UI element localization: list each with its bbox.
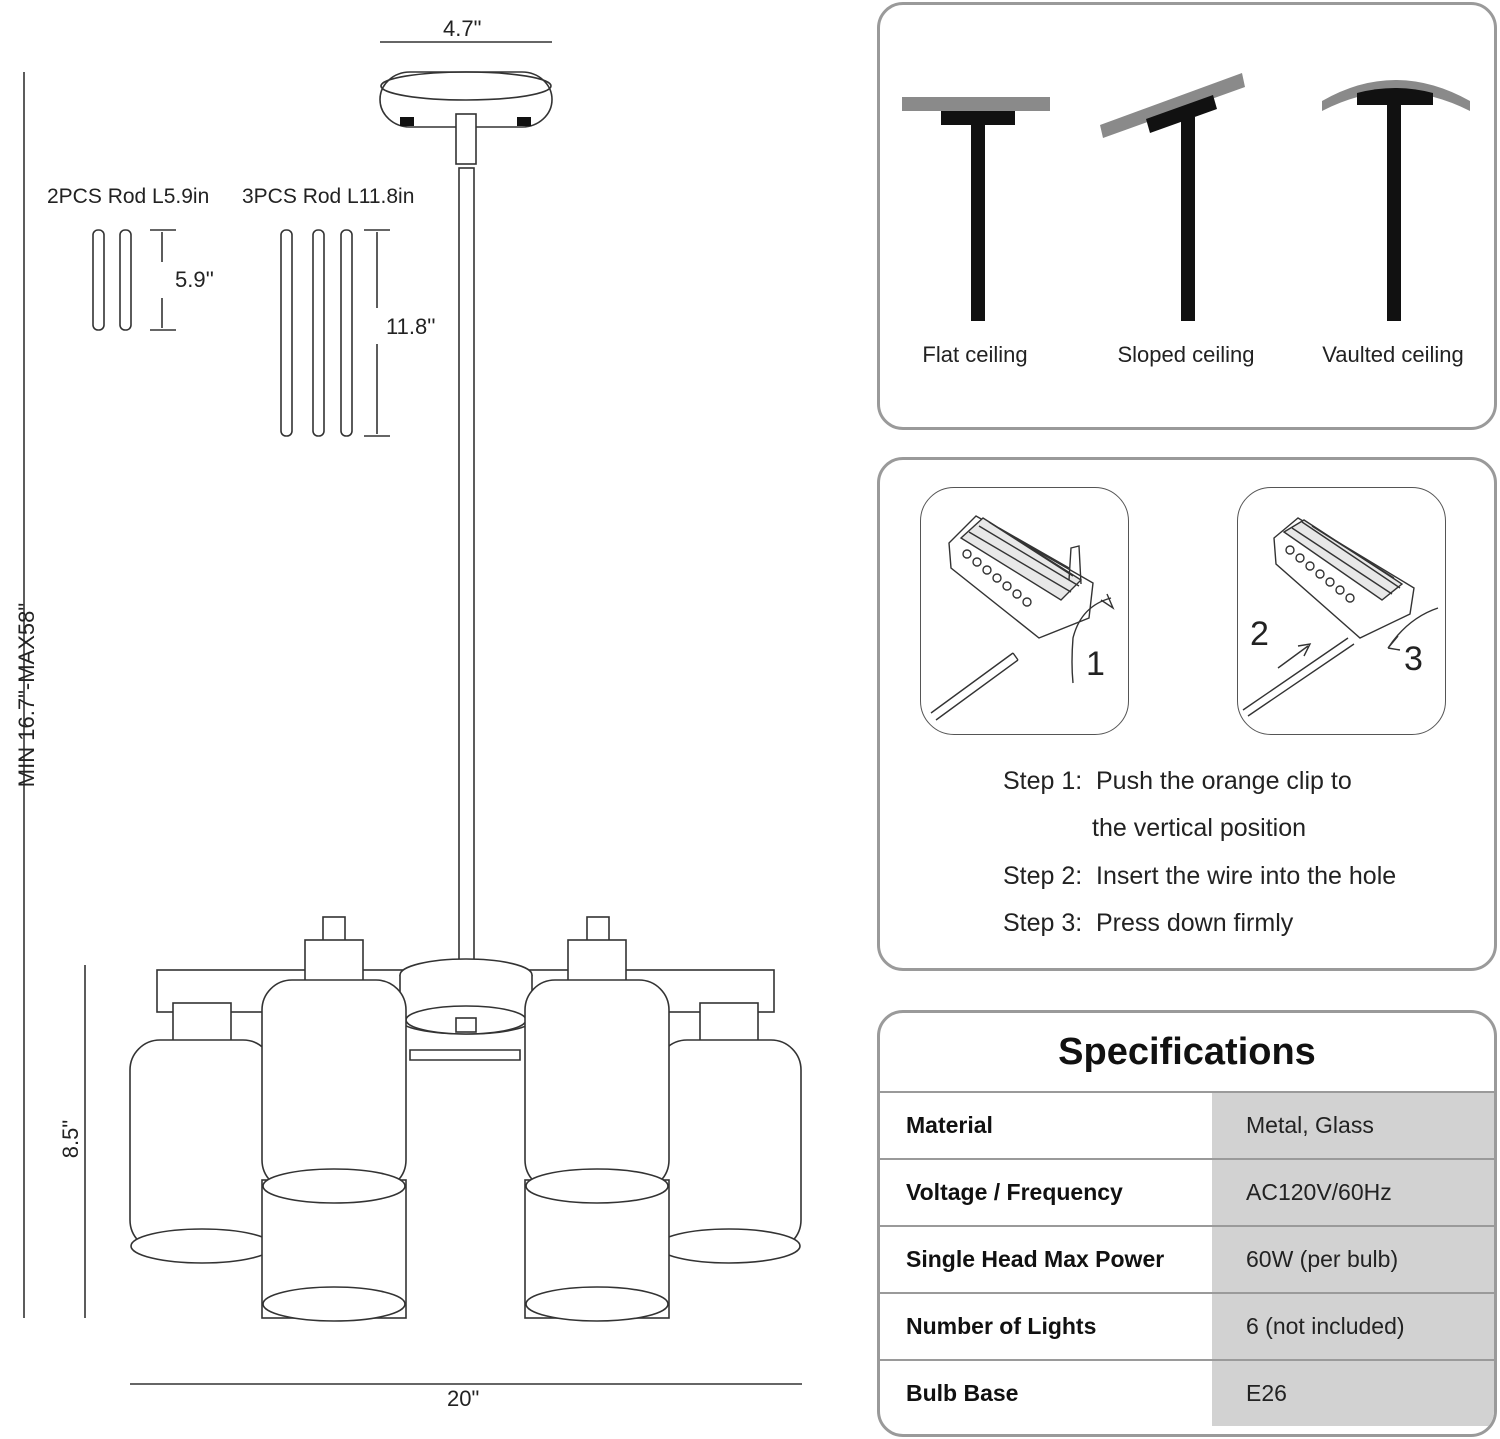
spec-key: Material: [880, 1091, 1212, 1159]
wire-connector-icon: [1242, 517, 1439, 717]
connector-step1-card: [920, 487, 1129, 735]
vaulted-ceiling-label: Vaulted ceiling: [1322, 342, 1464, 367]
specifications-table: Material Metal, Glass Voltage / Frequenc…: [880, 1091, 1494, 1426]
glass-shade: [129, 1039, 274, 1251]
sloped-ceiling-icon: [1100, 73, 1245, 138]
fixture-diagram: [23, 41, 802, 1385]
vaulted-ceiling-icon: [1322, 80, 1470, 111]
flat-ceiling-icon: [902, 97, 1050, 111]
fixture-height-label: 8.5": [58, 1119, 83, 1159]
canopy-width-label: 4.7": [443, 16, 482, 41]
step2-text: Insert the wire into the hole: [1096, 862, 1397, 890]
spec-value: 60W (per bulb): [1212, 1225, 1494, 1293]
step3-number: Step 3:: [1003, 909, 1083, 937]
ceiling-icons: [902, 73, 1470, 321]
spec-key: Number of Lights: [880, 1292, 1212, 1360]
connector-step2-card: [1237, 487, 1446, 735]
wire-connector-icon: [930, 515, 1115, 721]
ceiling-types-panel: Flat ceiling Sloped ceiling Vaulted ceil…: [877, 2, 1497, 430]
step2-number: Step 2:: [1003, 862, 1083, 890]
arrow-label-2: 2: [1250, 615, 1269, 653]
specifications-title: Specifications: [1058, 1031, 1316, 1073]
wiring-panel: 1 2 3 Step 1: Push the orange clip to th…: [877, 457, 1497, 971]
sloped-ceiling-label: Sloped ceiling: [1117, 342, 1255, 367]
fixture-width-label: 20": [447, 1386, 480, 1411]
spec-key: Bulb Base: [880, 1359, 1212, 1426]
spec-key: Single Head Max Power: [880, 1225, 1212, 1293]
down-rod: [458, 167, 475, 961]
arrow-label-3: 3: [1404, 640, 1423, 678]
glass-shade: [261, 979, 407, 1191]
table-row: Single Head Max Power 60W (per bulb): [880, 1225, 1494, 1293]
glass-shade: [524, 979, 670, 1191]
long-rod: [340, 229, 353, 437]
flat-ceiling-label: Flat ceiling: [922, 342, 1028, 367]
specifications-panel: Specifications Material Metal, Glass Vol…: [877, 1010, 1497, 1437]
table-row: Bulb Base E26: [880, 1359, 1494, 1426]
short-rod: [92, 229, 105, 331]
short-rod-length: 5.9'': [175, 267, 214, 292]
step1-number: Step 1:: [1003, 767, 1083, 795]
short-rod: [119, 229, 132, 331]
table-row: Number of Lights 6 (not included): [880, 1292, 1494, 1360]
spec-key: Voltage / Frequency: [880, 1158, 1212, 1226]
long-rod-title: 3PCS Rod L11.8in: [242, 185, 415, 208]
overall-height-label: MIN 16.7"-MAX58": [14, 602, 39, 788]
table-row: Material Metal, Glass: [880, 1091, 1494, 1159]
spec-value: Metal, Glass: [1212, 1091, 1494, 1159]
long-rod-length: 11.8'': [386, 314, 436, 339]
step3-text: Press down firmly: [1096, 909, 1294, 937]
glass-shade: [656, 1039, 802, 1251]
spec-value: 6 (not included): [1212, 1292, 1494, 1360]
table-row: Voltage / Frequency AC120V/60Hz: [880, 1158, 1494, 1226]
step1-text-continued: the vertical position: [1092, 814, 1307, 842]
short-rod-title: 2PCS Rod L5.9in: [47, 185, 210, 208]
long-rod: [312, 229, 325, 437]
spec-value: E26: [1212, 1359, 1494, 1426]
spec-value: AC120V/60Hz: [1212, 1158, 1494, 1226]
arrow-label-1: 1: [1086, 645, 1105, 683]
step1-text: Push the orange clip to: [1096, 767, 1352, 795]
long-rod: [280, 229, 293, 437]
